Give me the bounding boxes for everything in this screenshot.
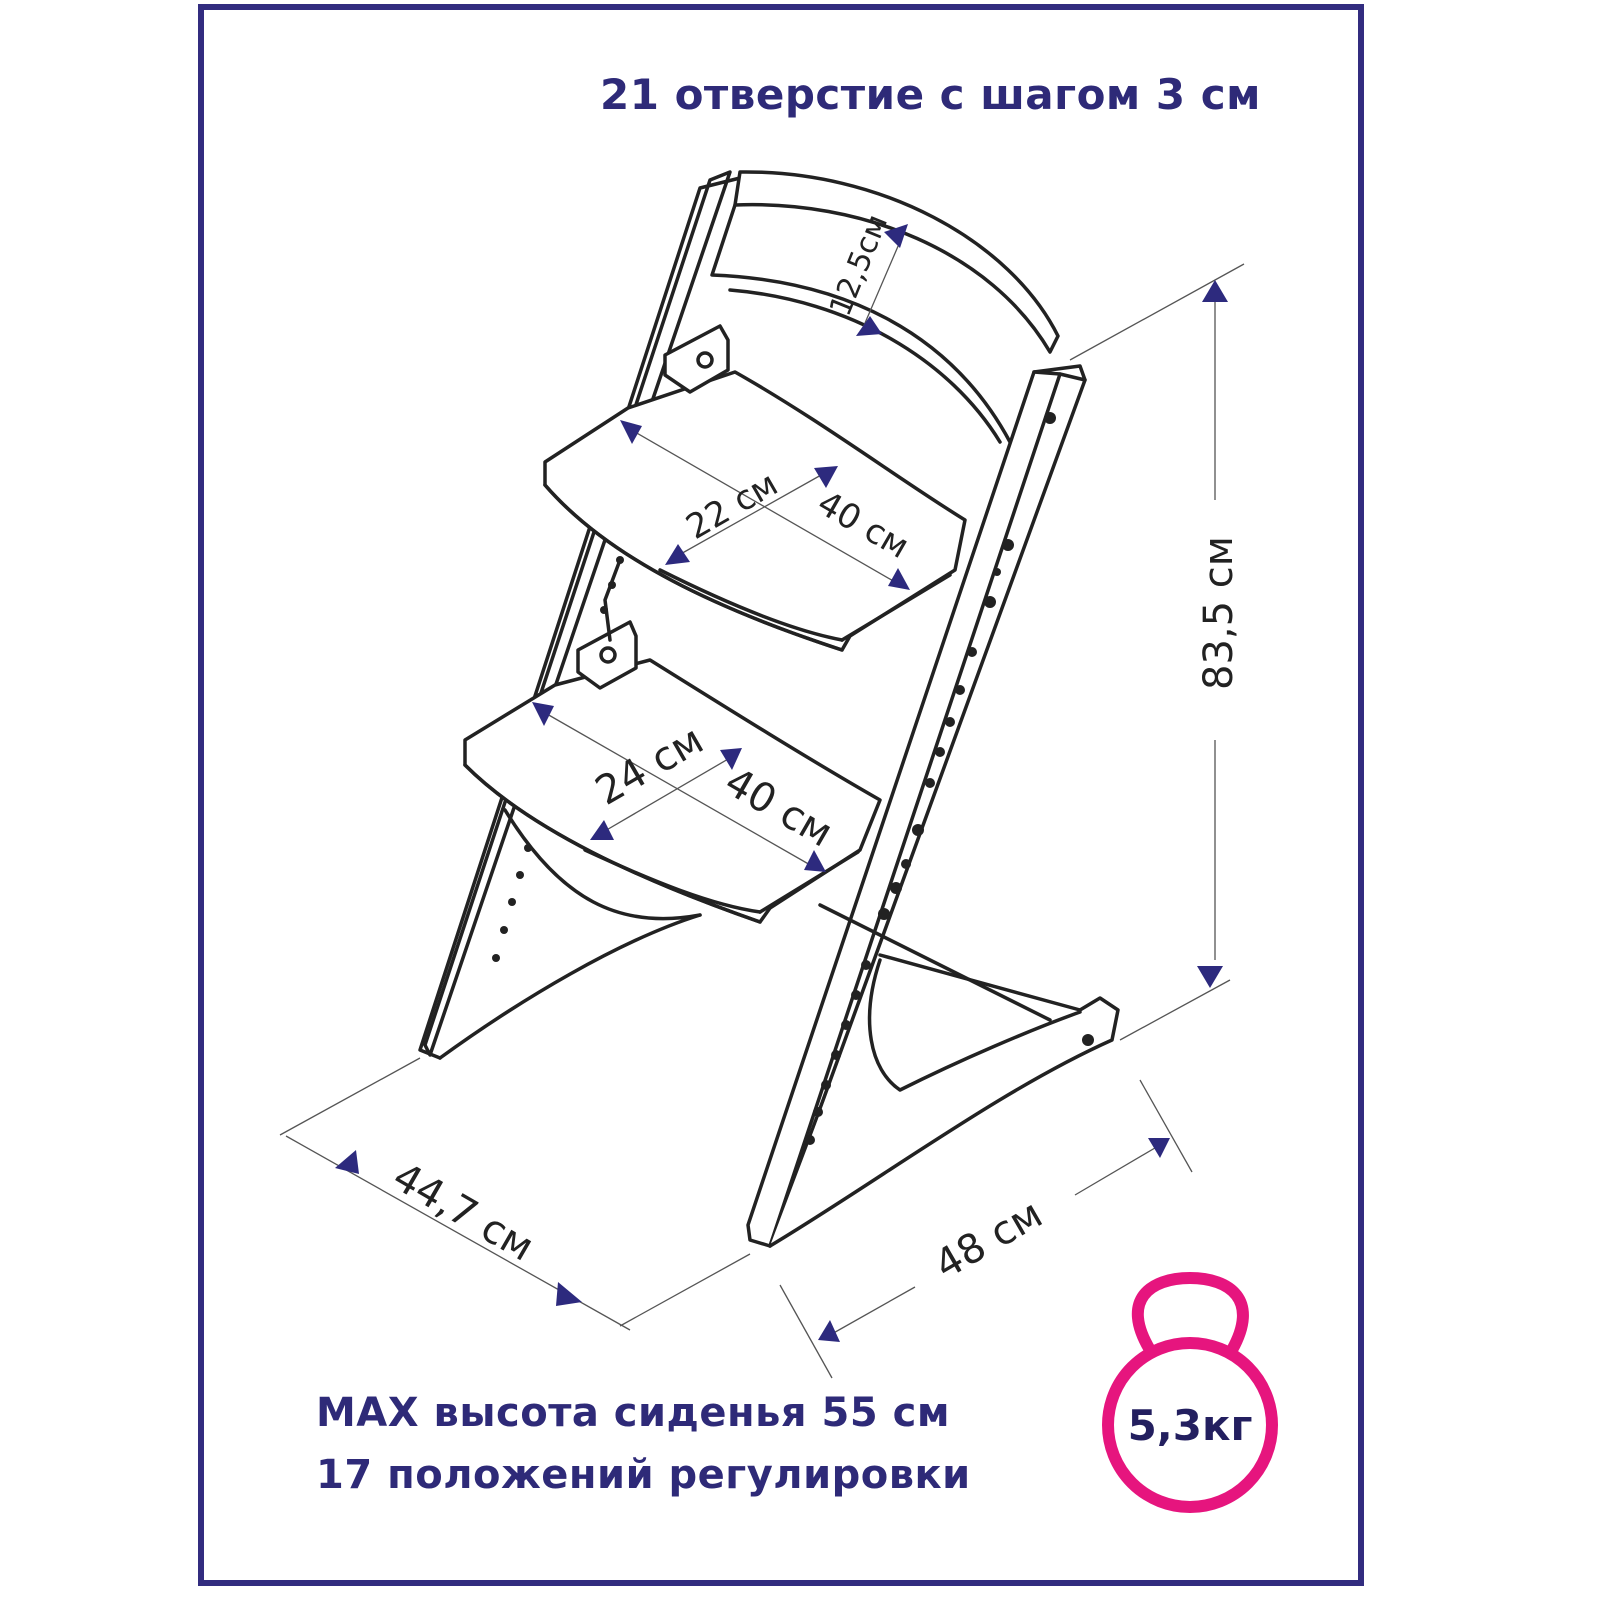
total-height-label: 83,5 см bbox=[1196, 536, 1242, 690]
max-seat-height-note: MAX высота сиденья 55 см bbox=[316, 1390, 951, 1436]
backrest-height-label: 12,5см bbox=[823, 210, 895, 321]
holes-note: 21 отверстие с шагом 3 см bbox=[600, 70, 1261, 119]
adjustment-positions-note: 17 положений регулировки bbox=[316, 1452, 971, 1498]
adjustment-holes bbox=[492, 412, 1094, 1145]
chair-outline bbox=[418, 170, 1120, 1248]
weight-icon: 5,3кг bbox=[1102, 1271, 1278, 1513]
outer-frame bbox=[198, 4, 1364, 1586]
base-depth-label: 44,7 см bbox=[385, 1154, 541, 1271]
weight-label: 5,3кг bbox=[1128, 1401, 1253, 1450]
dimension-arrows bbox=[335, 224, 1228, 1342]
base-width-label: 48 см bbox=[927, 1191, 1050, 1289]
